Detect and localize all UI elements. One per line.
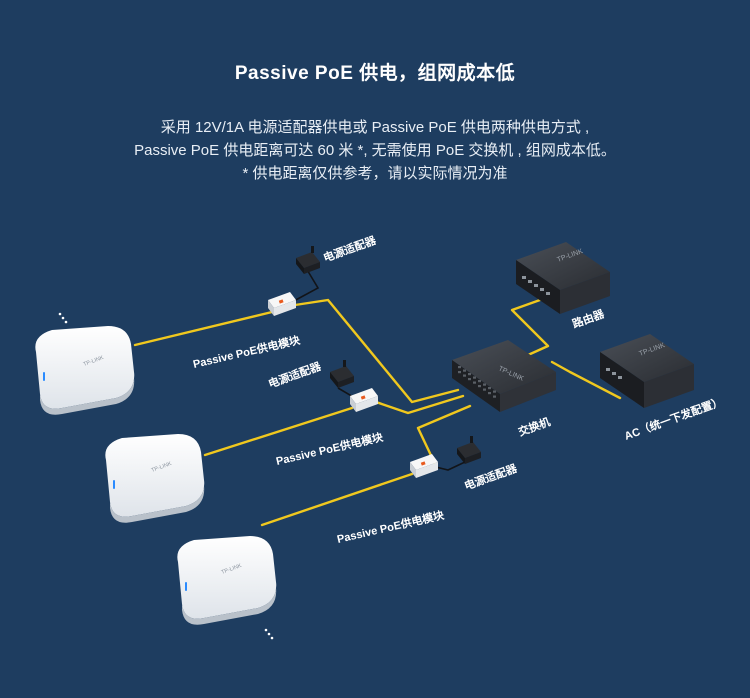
- label-adapter-3: 电源适配器: [462, 461, 519, 493]
- label-switch: 交换机: [516, 414, 552, 438]
- cable-ap3-module3: [260, 472, 414, 527]
- adapter-cord-1: [291, 267, 320, 303]
- label-adapter-2: 电源适配器: [266, 359, 323, 391]
- cable-switch-ac: [550, 360, 622, 400]
- cable-module3-switch: [416, 404, 472, 468]
- power-adapter-1: [296, 246, 320, 274]
- label-adapter-1: 电源适配器: [321, 233, 378, 265]
- switch-device: TP-LINK: [452, 340, 556, 412]
- poe-module-2: [350, 388, 378, 412]
- access-point-1: TP-LINK: [35, 326, 135, 415]
- description-line-1: 采用 12V/1A 电源适配器供电或 Passive PoE 供电两种供电方式 …: [160, 119, 590, 136]
- cable-ap1-module1: [133, 310, 274, 347]
- access-point-3: TP-LINK: [177, 536, 277, 625]
- cable-switch-router: [510, 298, 550, 357]
- cables: [133, 298, 622, 527]
- ac-device: TP-LINK: [600, 334, 694, 408]
- cable-module2-switch: [374, 394, 465, 415]
- label-router: 路由器: [570, 306, 607, 331]
- poe-module-1: [268, 292, 296, 316]
- router-device: TP-LINK: [516, 242, 610, 314]
- page-title: Passive PoE 供电，组网成本低: [234, 63, 516, 84]
- continuation-dots-top: [58, 312, 68, 324]
- label-poe-module-2: Passive PoE供电模块: [275, 429, 386, 467]
- access-point-2: TP-LINK: [105, 434, 205, 523]
- power-adapter-3: [457, 436, 481, 464]
- continuation-dots-bottom: [264, 628, 274, 640]
- cable-ap2-module2: [203, 406, 354, 457]
- label-poe-module-3: Passive PoE供电模块: [336, 507, 447, 545]
- cable-module1-switch: [293, 298, 460, 404]
- poe-module-3: [410, 454, 438, 478]
- description-line-2: Passive PoE 供电距离可达 60 米 *, 无需使用 PoE 交换机 …: [134, 142, 616, 159]
- power-adapter-2: [330, 360, 354, 388]
- description-line-3: * 供电距离仅供参考，请以实际情况为准: [242, 165, 508, 182]
- label-poe-module-1: Passive PoE供电模块: [192, 332, 303, 370]
